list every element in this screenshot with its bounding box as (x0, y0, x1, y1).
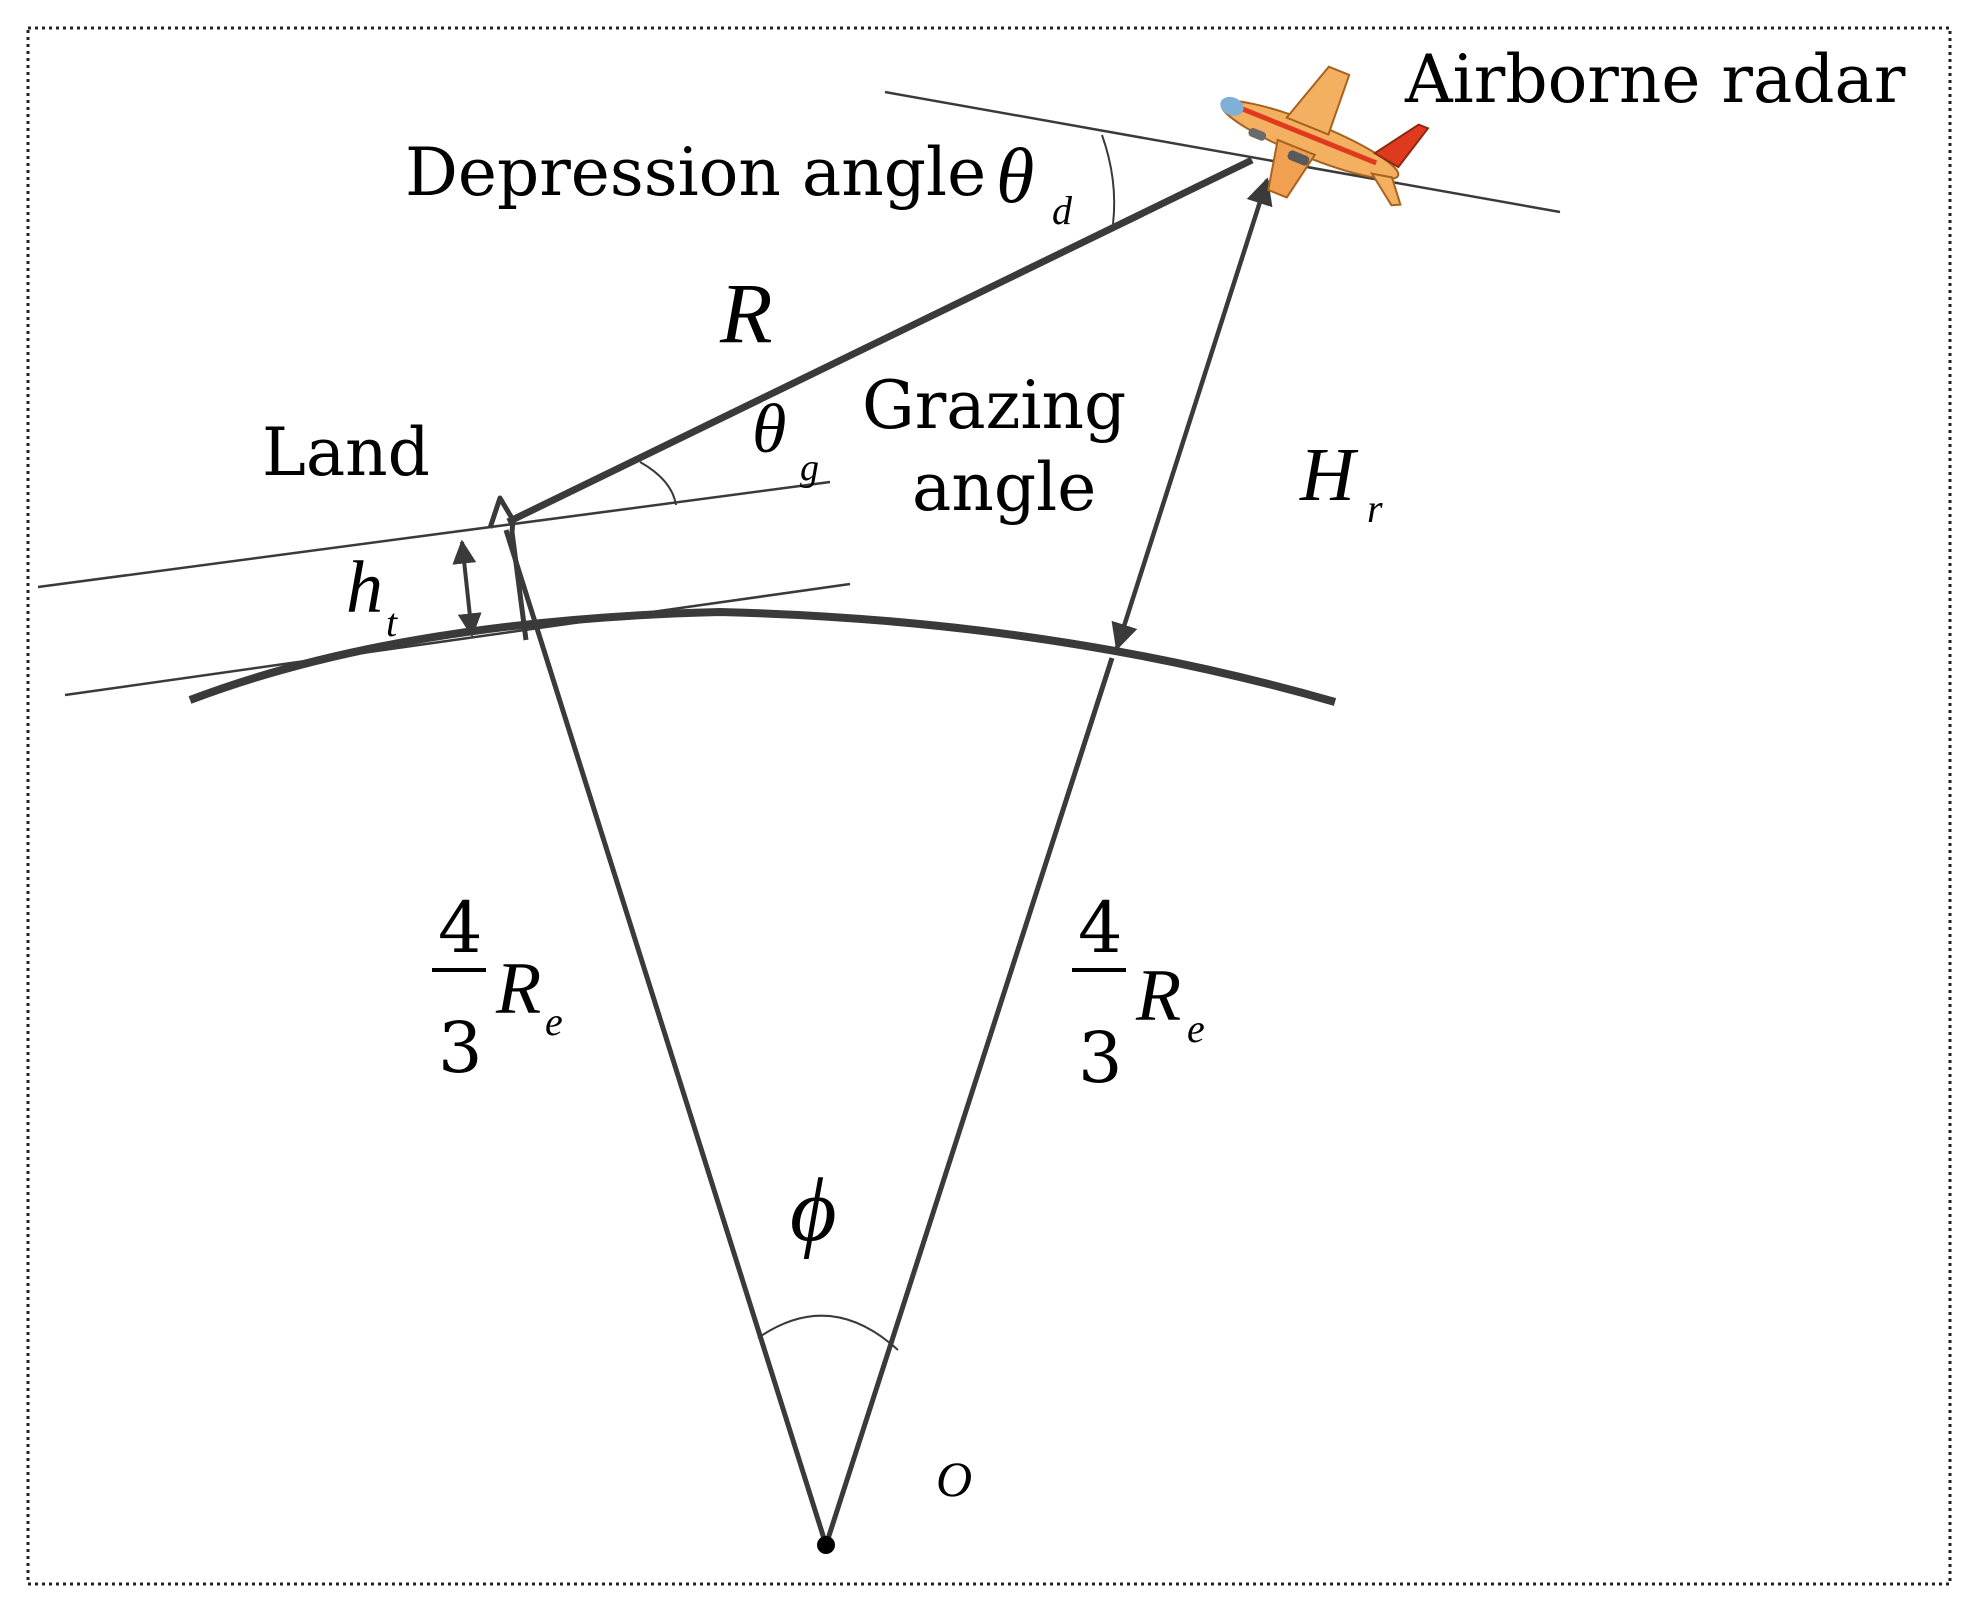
altitude-symbol: H (1299, 433, 1359, 517)
right-radius-line (823, 657, 1115, 1546)
right-earth-radius-symbol: R (1135, 955, 1181, 1037)
origin-label: O (936, 1451, 972, 1507)
right-fraction-numerator: 4 (1078, 887, 1123, 969)
right-fraction-denominator: 3 (1078, 1017, 1123, 1099)
phi-angle-arc (757, 1314, 899, 1351)
target-height-arrow (452, 539, 482, 638)
depression-angle-arc (1101, 134, 1116, 225)
aircraft-horizon-line (884, 90, 1561, 214)
target-height-symbol: h (346, 547, 383, 629)
grazing-angle-arc (639, 461, 677, 506)
earth-center-dot (817, 1536, 835, 1554)
theta-d-subscript: d (1052, 188, 1073, 233)
airborne-radar-label: Airborne radar (1404, 41, 1906, 118)
phi-symbol: ϕ (790, 1161, 837, 1260)
theta-g-subscript: g (800, 447, 819, 489)
target-height-subscript: t (386, 600, 398, 645)
range-symbol: R (719, 265, 773, 361)
right-earth-radius-subscript: e (1187, 1006, 1205, 1051)
left-fraction-denominator: 3 (438, 1007, 483, 1089)
grazing-label-line2: angle (912, 449, 1096, 526)
dotted-frame (26, 26, 1952, 1586)
depression-angle-label: Depression angle (405, 134, 986, 211)
land-label: Land (262, 414, 430, 491)
left-earth-radius-symbol: R (495, 948, 541, 1030)
range-line (506, 156, 1254, 526)
grazing-label-line1: Grazing (862, 367, 1126, 444)
altitude-subscript: r (1367, 486, 1383, 531)
target-tangent-line (37, 480, 831, 589)
left-earth-radius-subscript: e (545, 999, 563, 1044)
left-fraction-numerator: 4 (438, 887, 483, 969)
theta-d-symbol: θ (996, 132, 1034, 219)
airplane-icon (1220, 65, 1430, 207)
left-radius-label: 4 3 R e (432, 887, 563, 1089)
surface-tangent-line (64, 582, 851, 697)
right-radius-label: 4 3 R e (1072, 887, 1205, 1099)
left-radius-line (503, 529, 829, 1546)
altitude-arrow (1111, 177, 1273, 651)
theta-g-symbol: θ (752, 391, 786, 468)
